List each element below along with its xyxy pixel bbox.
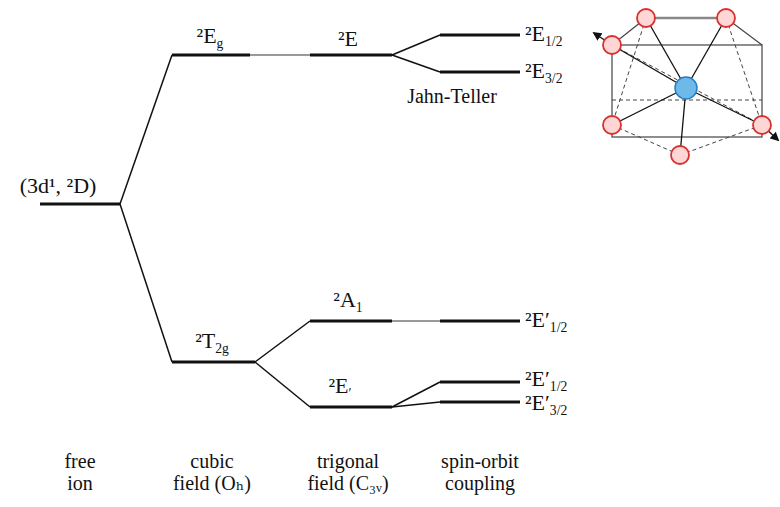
term-label: ²A1	[333, 288, 362, 315]
term-symbol: ²E	[525, 58, 545, 83]
term-subscript: ′	[349, 386, 352, 401]
axis-caption: trigonal field (C₃ᵥ)	[306, 450, 391, 494]
term-symbol: ²E	[328, 373, 348, 398]
term-symbol: ²E′	[525, 390, 550, 415]
term-label: ²E′1/2	[525, 367, 567, 394]
energy-level	[40, 35, 520, 407]
term-subscript: 1/2	[545, 33, 562, 48]
term-symbol: ²E′	[525, 307, 550, 332]
term-subscript: 2g	[215, 341, 229, 356]
axis-caption: spin-orbit coupling	[440, 450, 521, 494]
term-subscript: 3/2	[545, 70, 562, 85]
axis-caption: free ion	[63, 450, 98, 494]
term-label: ²E3/2	[525, 59, 562, 86]
term-label: ²E′1/2	[525, 308, 567, 335]
term-symbol: ²T	[195, 328, 215, 353]
term-subscript: 1	[356, 300, 363, 315]
term-subscript: 3/2	[550, 402, 567, 417]
term-label: ²E	[338, 27, 358, 51]
term-subscript: g	[217, 36, 224, 51]
axis-caption: cubic field (Oₕ)	[171, 450, 253, 494]
term-symbol: ²E	[525, 21, 545, 46]
term-label: Jahn-Teller	[407, 85, 497, 107]
term-label: (3d¹, ²D)	[20, 174, 97, 198]
term-label: ²Eg	[197, 24, 224, 51]
term-symbol: ²E′	[525, 366, 550, 391]
term-subscript: 1/2	[550, 319, 567, 334]
term-label: ²E′	[328, 374, 351, 401]
term-label: ²E′3/2	[525, 391, 567, 418]
term-label: ²E1/2	[525, 22, 562, 49]
term-symbol: ²A	[333, 287, 355, 312]
octahedron-illustration	[594, 9, 778, 164]
term-label: ²T2g	[195, 329, 229, 356]
term-symbol: ²E	[197, 23, 217, 48]
correlation-line	[120, 35, 440, 407]
term-subscript: 1/2	[550, 378, 567, 393]
